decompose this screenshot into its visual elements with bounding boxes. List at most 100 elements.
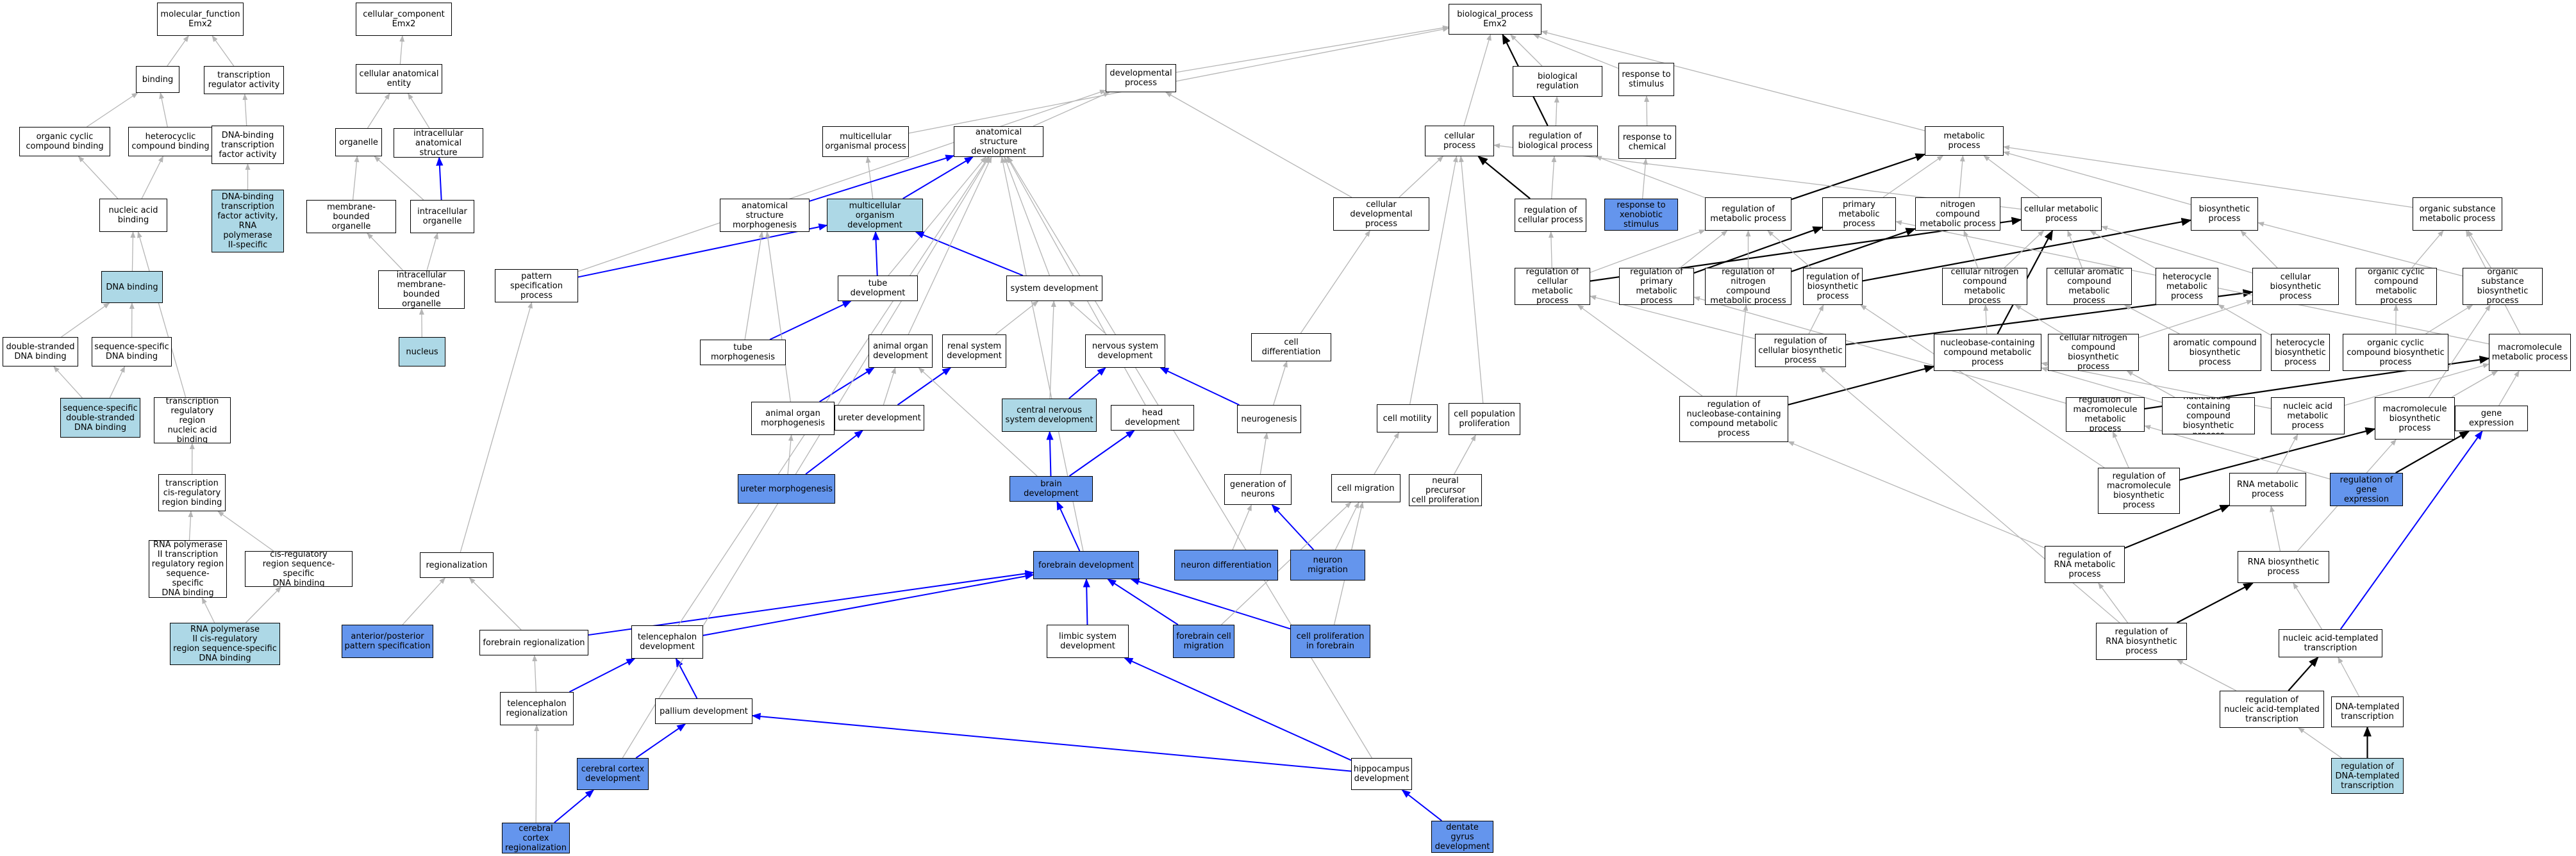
go-term-ssdb[interactable]: sequence-specific DNA binding [92, 337, 172, 366]
go-term-organelle[interactable]: organelle [335, 128, 382, 156]
go-term-osmp[interactable]: organic substance metabolic process [2413, 197, 2502, 231]
go-term-cpf[interactable]: cell proliferation in forebrain [1290, 625, 1370, 658]
go-term-ncmp[interactable]: nitrogen compound metabolic process [1915, 197, 2000, 231]
go-term-hipd[interactable]: hippocampus development [1351, 758, 1412, 790]
go-term-cdp[interactable]: cellular developmental process [1333, 197, 1429, 231]
go-term-rnamp[interactable]: RNA metabolic process [2229, 473, 2306, 506]
go-term-mmp[interactable]: macromolecule metabolic process [2489, 334, 2571, 371]
go-term-rmmp[interactable]: regulation of macromolecule metabolic pr… [2066, 397, 2145, 432]
go-term-rnbcmp[interactable]: regulation of nucleobase-containing comp… [1679, 396, 1788, 442]
go-term-tm[interactable]: tube morphogenesis [700, 340, 786, 365]
go-term-mbp[interactable]: macromolecule biosynthetic process [2375, 397, 2455, 440]
go-term-crrss[interactable]: cis-regulatory region sequence-specific … [245, 551, 353, 587]
go-term-cc[interactable]: cellular_component Emx2 [356, 3, 452, 36]
go-term-rmp[interactable]: regulation of metabolic process [1705, 197, 1791, 231]
go-term-rbp[interactable]: regulation of biological process [1513, 126, 1598, 156]
go-term-occmp[interactable]: organic cyclic compound metabolic proces… [2356, 268, 2437, 305]
go-term-fcm[interactable]: forebrain cell migration [1173, 625, 1234, 658]
go-term-hmp[interactable]: heterocycle metabolic process [2156, 268, 2218, 305]
go-term-imbo[interactable]: intracellular membrane-bounded organelle [378, 270, 465, 309]
go-term-osbp[interactable]: organic substance biosynthetic process [2463, 268, 2543, 305]
go-term-trra[interactable]: transcription regulator activity [204, 66, 284, 94]
go-term-acbp[interactable]: aromatic compound biosynthetic process [2168, 334, 2261, 371]
go-term-rcp[interactable]: regulation of cellular process [1515, 199, 1586, 232]
go-term-dbtfa[interactable]: DNA-binding transcription factor activit… [212, 126, 284, 164]
go-term-dbtfa2[interactable]: DNA-binding transcription factor activit… [212, 190, 284, 252]
go-term-cncbp[interactable]: cellular nitrogen compound biosynthetic … [2048, 334, 2139, 371]
go-term-ge[interactable]: gene expression [2455, 406, 2528, 431]
go-term-ccd[interactable]: cerebral cortex development [577, 758, 649, 790]
go-term-aom[interactable]: animal organ morphogenesis [751, 402, 835, 435]
go-term-rncmp[interactable]: regulation of nitrogen compound metaboli… [1705, 268, 1791, 305]
go-term-rge[interactable]: regulation of gene expression [2330, 473, 2403, 506]
go-term-dtt[interactable]: DNA-templated transcription [2331, 696, 2404, 727]
go-term-sd[interactable]: system development [1006, 276, 1102, 301]
go-term-lsd[interactable]: limbic system development [1047, 625, 1129, 658]
go-term-rxs[interactable]: response to xenobiotic stimulus [1604, 199, 1678, 231]
go-term-ococb[interactable]: organic cyclic compound binding [19, 127, 110, 156]
go-term-dgd[interactable]: dentate gyrus development [1431, 821, 1493, 853]
go-term-cpp[interactable]: cell population proliferation [1449, 403, 1520, 435]
go-term-rcbp[interactable]: regulation of cellular biosynthetic proc… [1755, 334, 1846, 367]
go-term-mod[interactable]: multicellular organism development [827, 199, 923, 232]
go-term-pmp[interactable]: primary metabolic process [1822, 197, 1896, 231]
go-term-tcrrb[interactable]: transcription cis-regulatory region bind… [158, 474, 226, 511]
go-term-dsdb[interactable]: double-stranded DNA binding [3, 337, 78, 366]
go-term-rnatt[interactable]: regulation of nucleic acid-templated tra… [2220, 691, 2324, 728]
go-term-fr[interactable]: forebrain regionalization [479, 630, 588, 655]
go-term-dnab[interactable]: DNA binding [101, 271, 163, 303]
go-term-mf[interactable]: molecular_function Emx2 [157, 3, 244, 36]
go-term-nucleus[interactable]: nucleus [399, 337, 445, 366]
go-term-ud[interactable]: ureter development [835, 405, 924, 431]
go-term-occbp[interactable]: organic cyclic compound biosynthetic pro… [2343, 334, 2448, 371]
go-term-pd[interactable]: pallium development [655, 698, 752, 724]
go-term-ssdsdb[interactable]: sequence-specific double-stranded DNA bi… [60, 398, 140, 438]
go-term-npcp[interactable]: neural precursor cell proliferation [1409, 474, 1482, 506]
go-term-nd[interactable]: neuron differentiation [1174, 550, 1278, 580]
go-term-rts[interactable]: response to stimulus [1618, 63, 1674, 96]
go-term-breg[interactable]: biological regulation [1513, 66, 1602, 97]
go-term-um[interactable]: ureter morphogenesis [738, 474, 835, 504]
go-term-rbsp[interactable]: regulation of biosynthetic process [1803, 268, 1863, 305]
go-term-rnap2[interactable]: RNA polymerase II transcription regulato… [149, 540, 227, 598]
go-term-cnsd[interactable]: central nervous system development [1002, 399, 1097, 432]
go-term-nsd[interactable]: nervous system development [1085, 334, 1165, 368]
go-term-nbcmp[interactable]: nucleobase-containing compound metabolic… [1934, 334, 2041, 371]
go-term-ngen[interactable]: neurogenesis [1237, 405, 1301, 433]
go-term-cp[interactable]: cellular process [1425, 126, 1494, 156]
go-term-natt[interactable]: nucleic acid-templated transcription [2279, 629, 2382, 657]
go-term-rcmp[interactable]: regulation of cellular metabolic process [1515, 268, 1590, 305]
go-term-rpmp[interactable]: regulation of primary metabolic process [1619, 268, 1694, 305]
go-term-nbcbp[interactable]: nucleobase-containing compound biosynthe… [2162, 397, 2255, 434]
go-term-hetb[interactable]: heterocyclic compound binding [128, 127, 213, 156]
go-term-cbsp[interactable]: cellular biosynthetic process [2252, 268, 2339, 305]
go-term-rmbp[interactable]: regulation of macromolecule biosynthetic… [2098, 468, 2180, 514]
go-term-namp[interactable]: nucleic acid metabolic process [2271, 397, 2345, 434]
go-term-rnabp[interactable]: RNA biosynthetic process [2238, 551, 2329, 583]
go-term-rrbp[interactable]: regulation of RNA biosynthetic process [2096, 623, 2187, 660]
go-term-teld[interactable]: telencephalon development [631, 625, 703, 659]
go-term-bp[interactable]: biological_process Emx2 [1449, 4, 1541, 35]
go-term-cncmp[interactable]: cellular nitrogen compound metabolic pro… [1942, 268, 2027, 305]
go-term-metp[interactable]: metabolic process [1925, 126, 2004, 156]
go-term-aod[interactable]: animal organ development [868, 334, 933, 368]
go-term-mop[interactable]: multicellular organismal process [822, 126, 909, 157]
go-term-io[interactable]: intracellular organelle [410, 200, 474, 233]
go-term-gon[interactable]: generation of neurons [1224, 474, 1292, 505]
go-term-cacmp[interactable]: cellular aromatic compound metabolic pro… [2047, 268, 2132, 305]
go-term-cmot[interactable]: cell motility [1377, 404, 1438, 432]
go-term-reg[interactable]: regionalization [420, 552, 494, 578]
go-term-rsd[interactable]: renal system development [942, 334, 1006, 368]
go-term-fd[interactable]: forebrain development [1033, 551, 1139, 579]
go-term-mbo[interactable]: membrane-bounded organelle [306, 200, 396, 233]
go-term-asd[interactable]: anatomical structure development [954, 126, 1043, 157]
go-term-cdiff[interactable]: cell differentiation [1251, 333, 1331, 361]
go-term-bd[interactable]: brain development [1010, 476, 1093, 502]
go-term-rtc[interactable]: response to chemical [1618, 126, 1676, 159]
go-term-td[interactable]: tube development [838, 276, 918, 301]
go-term-nab[interactable]: nucleic acid binding [99, 199, 167, 232]
go-term-hd[interactable]: head development [1111, 405, 1194, 431]
go-term-binding[interactable]: binding [136, 66, 179, 93]
go-term-nm[interactable]: neuron migration [1290, 550, 1365, 580]
go-term-cmig[interactable]: cell migration [1331, 474, 1400, 502]
